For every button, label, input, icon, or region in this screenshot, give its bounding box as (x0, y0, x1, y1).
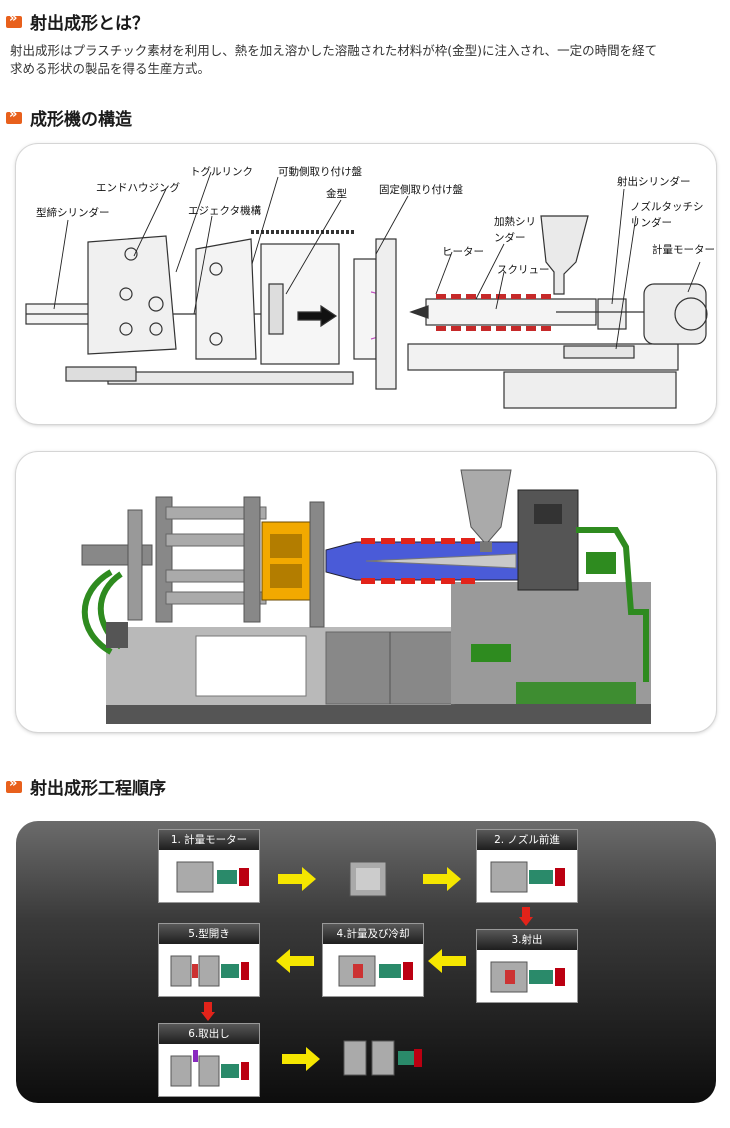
arrow-down-icon (519, 907, 533, 926)
step-2-label: 2. ノズル前進 (477, 830, 577, 850)
section-bullet-icon (6, 776, 22, 793)
arrow-right-icon (423, 867, 461, 891)
step-1-metering: 1. 計量モーター (158, 829, 260, 903)
step-4-image (323, 944, 423, 996)
step-5-image (159, 944, 259, 996)
label-ejector: エジェクタ機構 (188, 205, 262, 217)
process-panel: 1. 計量モーター 2. ノズル前進 3.射出 4.計量及び冷却 5.型開き (16, 821, 716, 1103)
label-nozzle-touch-1: ノズルタッチシ (630, 201, 704, 213)
step-2-image (477, 850, 577, 902)
section3-title: 射出成形工程順序 (30, 779, 166, 799)
step-6-label: 6.取出し (159, 1024, 259, 1044)
step-6-image (159, 1044, 259, 1096)
section-title-process: 射出成形工程順序 (6, 774, 166, 799)
section1-title: 射出成形とは？ (30, 14, 149, 34)
arrow-left-icon (428, 949, 466, 973)
mold-closed-image (349, 861, 387, 897)
final-machine-image (343, 1040, 422, 1076)
desc-line-2: 求める形状の製品を得る生産方式。 (10, 61, 211, 76)
step-1-label: 1. 計量モーター (159, 830, 259, 850)
label-nozzle-touch-2: リンダー (630, 217, 672, 229)
label-fixed-platen: 固定側取り付け盤 (379, 184, 463, 196)
section-title-what-is: 射出成形とは？ (6, 9, 149, 34)
desc-line-1: 射出成形はプラスチック素材を利用し、熱を加え溶かした溶融された材料が枠(金型)に… (10, 43, 658, 58)
arrow-right-icon (282, 1047, 320, 1071)
arrow-right-icon (278, 867, 316, 891)
step-3-injection: 3.射出 (476, 929, 578, 1003)
label-heating-1: 加熱シリ (494, 216, 536, 228)
machine-color-drawing (81, 469, 651, 724)
section-bullet-icon (6, 11, 22, 28)
label-heating-2: ンダー (494, 232, 526, 244)
machine-line-drawing (25, 171, 708, 409)
step-3-label: 3.射出 (477, 930, 577, 950)
label-screw: スクリュー (497, 264, 550, 276)
label-heater: ヒーター (442, 246, 484, 258)
step-5-label: 5.型開き (159, 924, 259, 944)
section-title-structure: 成形機の構造 (6, 105, 132, 130)
label-injection-cylinder: 射出シリンダー (617, 176, 691, 188)
step-2-nozzle-forward: 2. ノズル前進 (476, 829, 578, 903)
label-toggle-link: トグルリンク (190, 166, 253, 178)
arrow-down-icon (201, 1002, 215, 1021)
step-1-image (159, 850, 259, 902)
step-6-take-out: 6.取出し (158, 1023, 260, 1097)
arrow-left-icon (276, 949, 314, 973)
step-5-mold-open: 5.型開き (158, 923, 260, 997)
section1-description: 射出成形はプラスチック素材を利用し、熱を加え溶かした溶融された材料が枠(金型)に… (10, 42, 670, 78)
section-bullet-icon (6, 107, 22, 124)
section2-title: 成形機の構造 (30, 110, 132, 130)
label-mold: 金型 (326, 188, 347, 200)
step-4-label: 4.計量及び冷却 (323, 924, 423, 944)
label-clamp-cylinder: 型締シリンダー (36, 207, 110, 219)
step-3-image (477, 950, 577, 1002)
label-end-housing: エンドハウジング (96, 182, 180, 194)
machine-color-illustration (16, 452, 716, 732)
step-4-metering-cooling: 4.計量及び冷却 (322, 923, 424, 997)
label-meter-motor: 計量モーター (652, 244, 715, 256)
label-movable-platen: 可動側取り付け盤 (278, 166, 362, 178)
machine-structure-diagram: トグルリンク 可動側取り付け盤 エンドハウジング 金型 固定側取り付け盤 射出シ… (16, 144, 716, 424)
